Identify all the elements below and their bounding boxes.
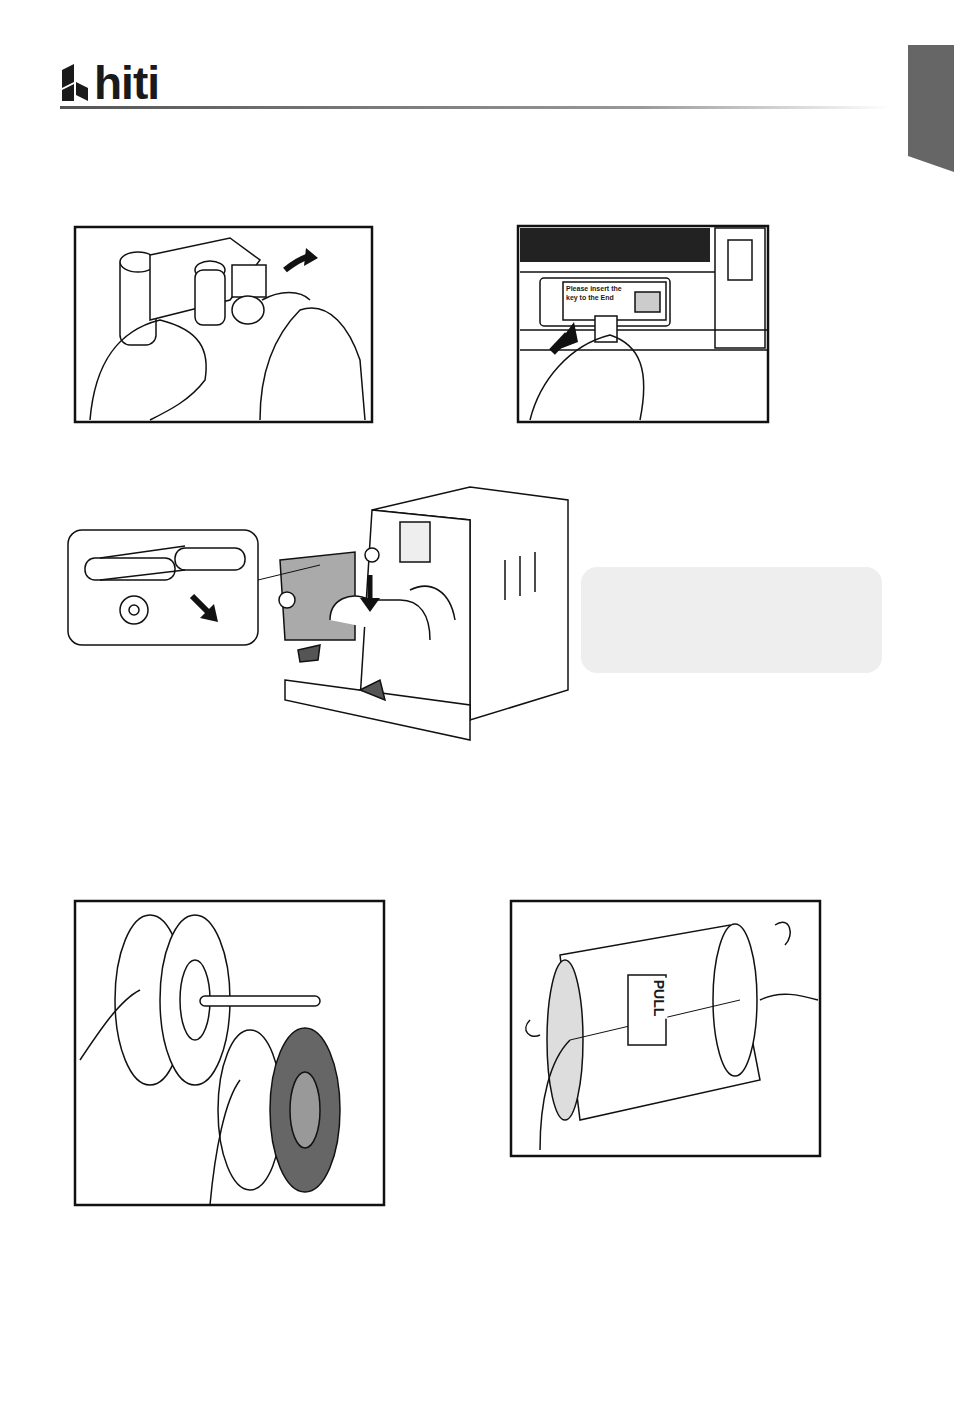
brand-logo: hiti <box>94 60 159 106</box>
panel-paper-roll <box>511 901 820 1156</box>
panel-spool-flanges <box>75 901 384 1205</box>
header-rule <box>60 106 890 109</box>
printer-with-ribbon <box>258 487 568 740</box>
panel-insert-key <box>518 226 768 422</box>
side-tab <box>908 45 954 172</box>
panel-label: Please insert the key to the End <box>566 284 634 302</box>
roll-pull-label: PULL <box>651 977 667 1018</box>
ribbon-inset <box>68 530 258 645</box>
panel-remove-key <box>75 227 372 422</box>
note-box <box>581 567 882 673</box>
logo-icon <box>62 64 88 101</box>
